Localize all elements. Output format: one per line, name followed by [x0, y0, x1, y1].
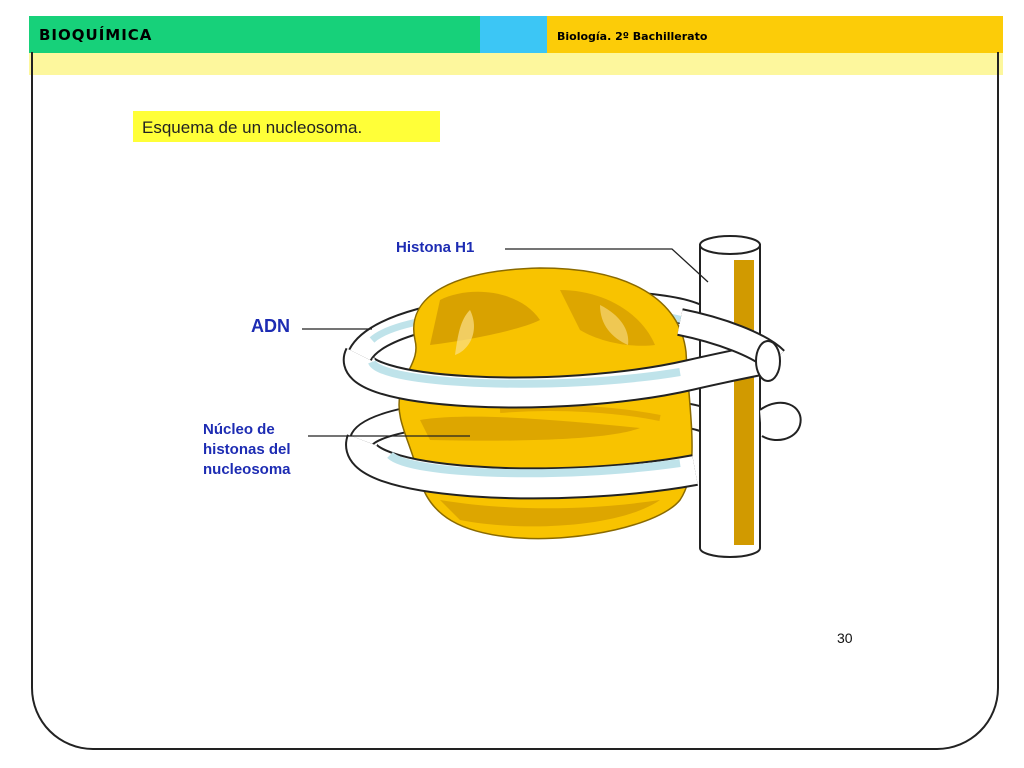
header-title: BIOQUÍMICA	[39, 26, 153, 44]
label-adn: ADN	[251, 316, 290, 336]
slide-frame	[31, 52, 999, 750]
header-subtitle: Biología. 2º Bachillerato	[557, 30, 708, 43]
header-band	[29, 53, 1003, 75]
dna-coil-front	[343, 308, 802, 500]
header-cyan-bar	[480, 16, 548, 53]
histone-h1-cylinder	[699, 235, 761, 558]
label-histona-h1: Histona H1	[396, 239, 475, 256]
page-number: 30	[837, 630, 853, 646]
caption-highlight	[133, 111, 440, 142]
header-yellow-bar	[547, 16, 1003, 53]
caption: Esquema de un nucleosoma.	[142, 118, 363, 137]
label-nucleo-histonas: Núcleo de histonas del nucleosoma	[203, 421, 291, 478]
header-green-bar	[29, 16, 481, 53]
leader-lines	[302, 248, 709, 437]
